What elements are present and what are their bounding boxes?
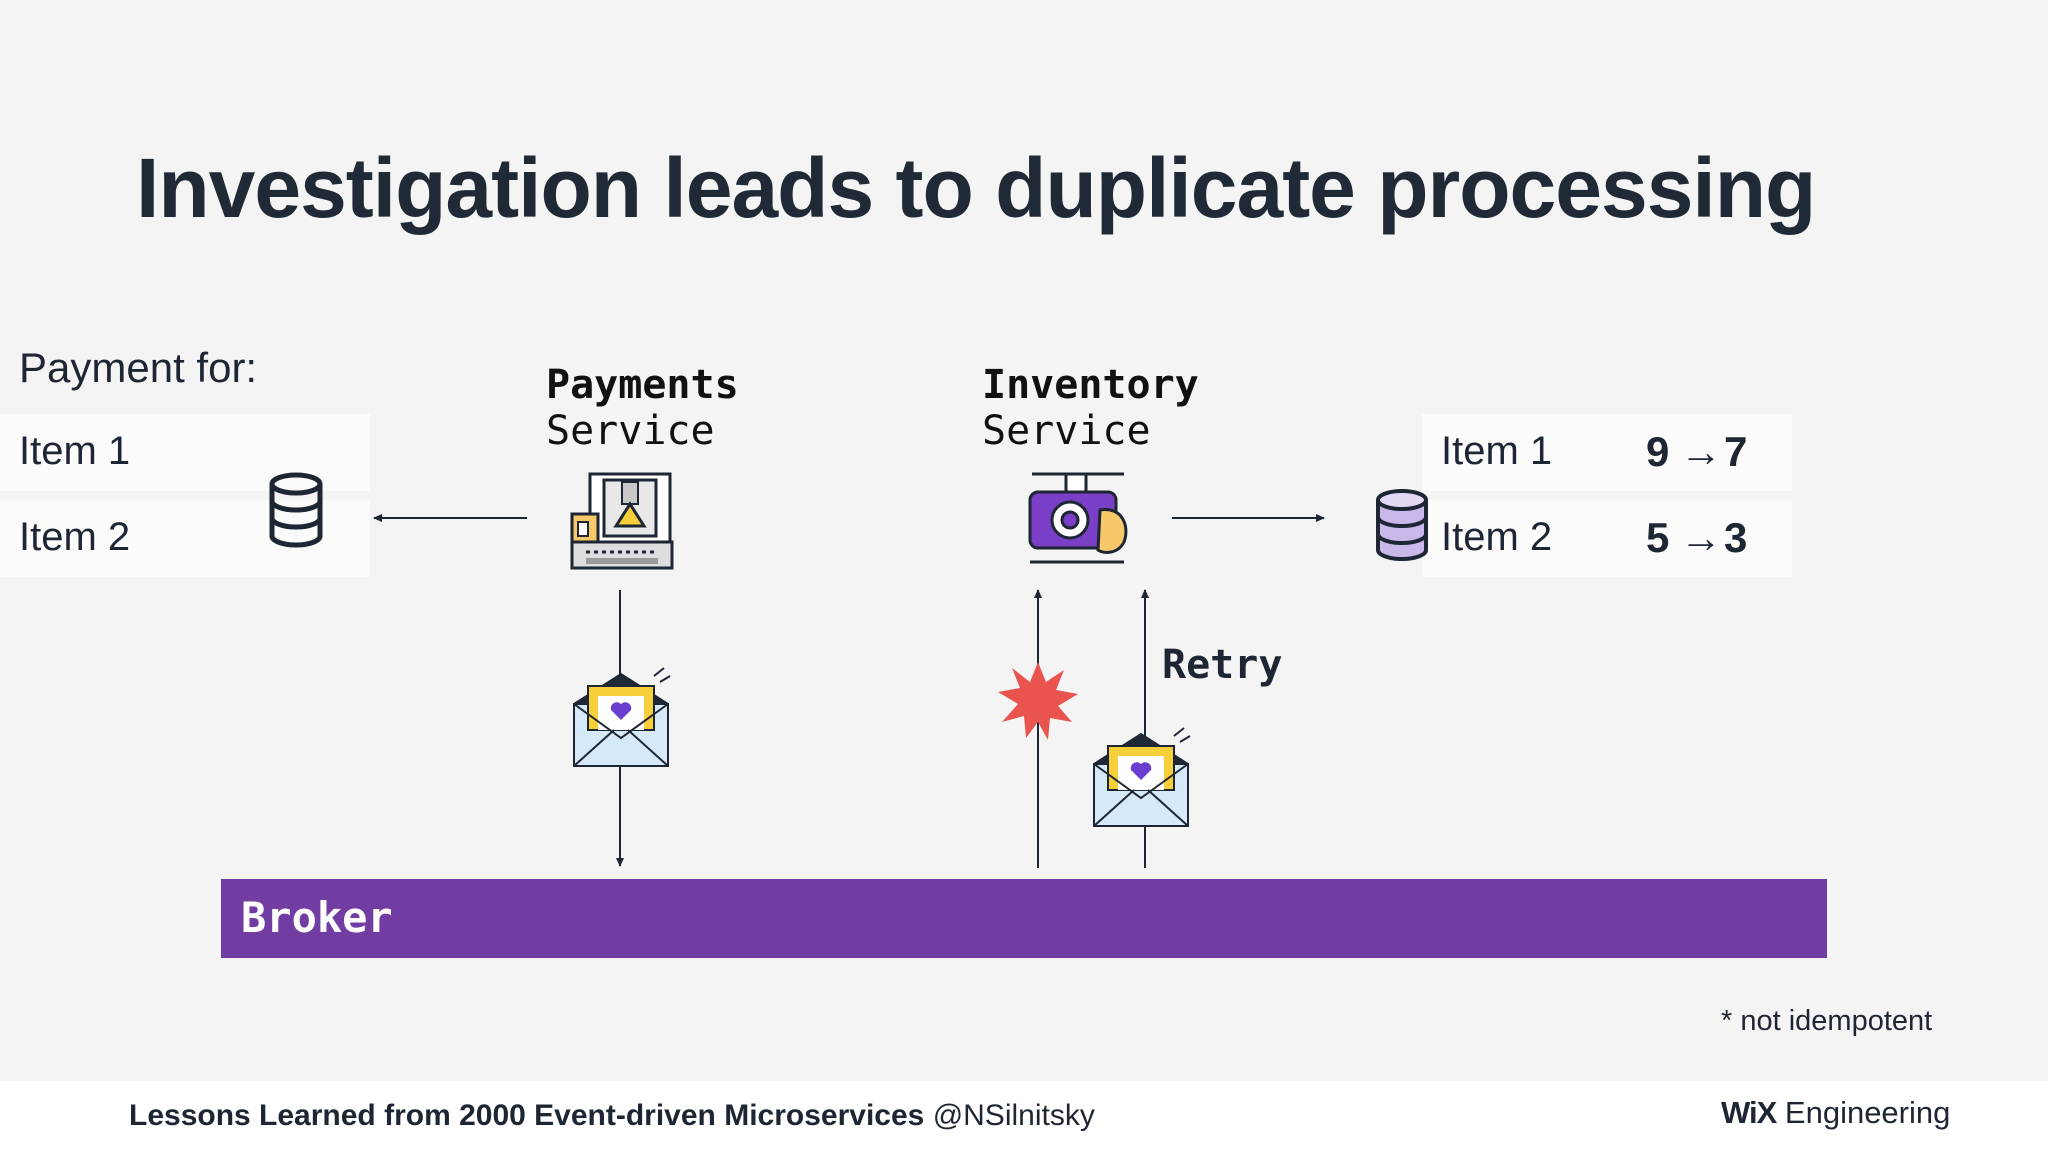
inventory-qty-to: 7 xyxy=(1724,428,1748,475)
camera-scanner-icon xyxy=(1028,472,1128,564)
footer: Lessons Learned from 2000 Event-driven M… xyxy=(0,1081,2048,1152)
explosion-icon xyxy=(998,662,1078,740)
printer-machine-icon xyxy=(570,472,674,570)
inventory-row-1: Item 1 9 → 7 xyxy=(1422,414,1792,491)
inventory-qty-arrow: → xyxy=(1680,428,1722,475)
database-icon xyxy=(269,472,323,548)
database-icon xyxy=(1376,489,1428,561)
slide-title: Investigation leads to duplicate process… xyxy=(136,141,1816,235)
inventory-qty-to: 3 xyxy=(1724,514,1748,561)
inventory-qty-from: 9 xyxy=(1646,428,1670,475)
inventory-item-label: Item 2 xyxy=(1441,515,1553,559)
footer-talk-title: Lessons Learned from 2000 Event-driven M… xyxy=(129,1099,925,1132)
footer-brand-text: Engineering xyxy=(1784,1095,1951,1130)
payment-for-label: Payment for: xyxy=(19,344,258,391)
payment-item-label: Item 1 xyxy=(19,429,131,473)
inventory-qty-arrow: → xyxy=(1680,514,1722,561)
envelope-heart-icon xyxy=(573,667,671,767)
footer-brand: WiX Engineering xyxy=(1721,1095,1950,1131)
payments-service-title: Payments xyxy=(546,362,739,408)
broker-label: Broker xyxy=(241,893,393,942)
not-idempotent-note: * not idempotent xyxy=(1721,1005,1933,1037)
broker-bar: Broker xyxy=(221,879,1827,958)
inventory-qty-from: 5 xyxy=(1646,514,1670,561)
inventory-row-2: Item 2 5 → 3 xyxy=(1422,500,1792,577)
envelope-heart-icon xyxy=(1093,727,1191,827)
inventory-item-label: Item 1 xyxy=(1441,429,1553,473)
footer-talk-info: Lessons Learned from 2000 Event-driven M… xyxy=(129,1099,1095,1133)
inventory-service-subtitle: Service xyxy=(982,408,1151,454)
retry-label: Retry xyxy=(1162,642,1283,688)
inventory-service-title: Inventory xyxy=(982,362,1199,408)
footer-handle: @NSilnitsky xyxy=(932,1099,1095,1132)
wix-logo: WiX xyxy=(1721,1095,1777,1130)
payments-service-subtitle: Service xyxy=(546,408,715,454)
payment-item-row-2: Item 2 xyxy=(0,500,370,577)
payment-item-label: Item 2 xyxy=(19,515,131,559)
